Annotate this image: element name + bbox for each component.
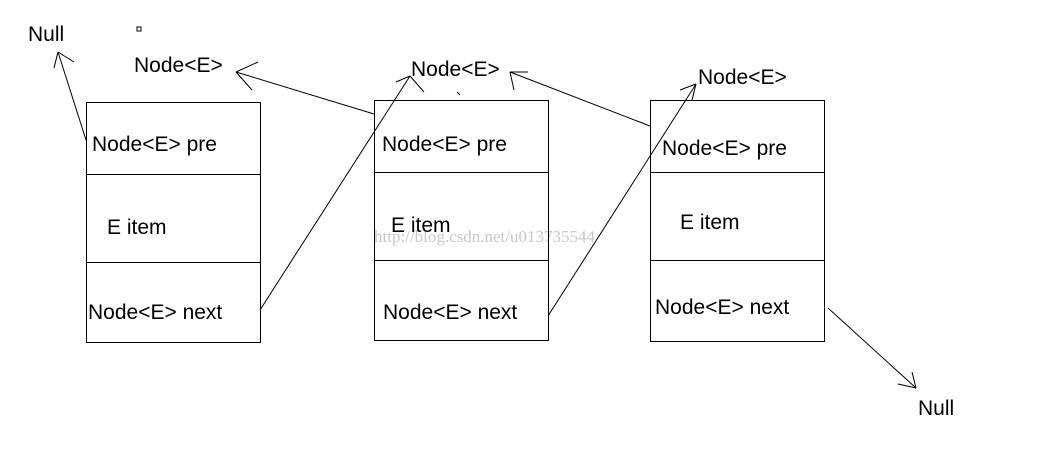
node-1-next-field: Node<E> next [88, 301, 222, 324]
node-2-pre-field: Node<E> pre [382, 133, 507, 156]
node-header-label-2: Node<E> [411, 58, 500, 81]
node-header-label-3: Node<E> [698, 66, 787, 89]
null-label-top: Null [28, 23, 64, 46]
node-box-1: Node<E> pre E item Node<E> next [86, 102, 261, 343]
arrow-node2-next-to-node3 [547, 83, 697, 317]
arrow-node1-next-to-node2 [259, 75, 425, 311]
null-label-bottom: Null [918, 397, 954, 420]
arrow-node3-next-to-null [827, 307, 917, 389]
node-2-item-field: E item [391, 214, 451, 237]
node-box-2: Node<E> pre E item Node<E> next [374, 100, 549, 341]
arrow-node1-pre-to-null [53, 51, 87, 141]
node-header-label-1: Node<E> [134, 54, 223, 77]
arrow-node3-pre-to-node2 [509, 71, 651, 127]
stray-mark-2 [456, 91, 461, 96]
node-2-next-field: Node<E> next [383, 301, 517, 324]
node-1-item-field: E item [107, 216, 167, 239]
node-3-pre-field: Node<E> pre [662, 137, 787, 160]
node-1-pre-field: Node<E> pre [92, 133, 217, 156]
arrow-node2-pre-to-node1 [235, 61, 375, 115]
node-3-item-field: E item [680, 211, 740, 234]
node-box-3: Node<E> pre E item Node<E> next [650, 100, 825, 342]
node-3-next-field: Node<E> next [655, 296, 789, 319]
watermark: http://blog.csdn.net/u013735544 [374, 227, 595, 246]
stray-mark [136, 26, 142, 32]
